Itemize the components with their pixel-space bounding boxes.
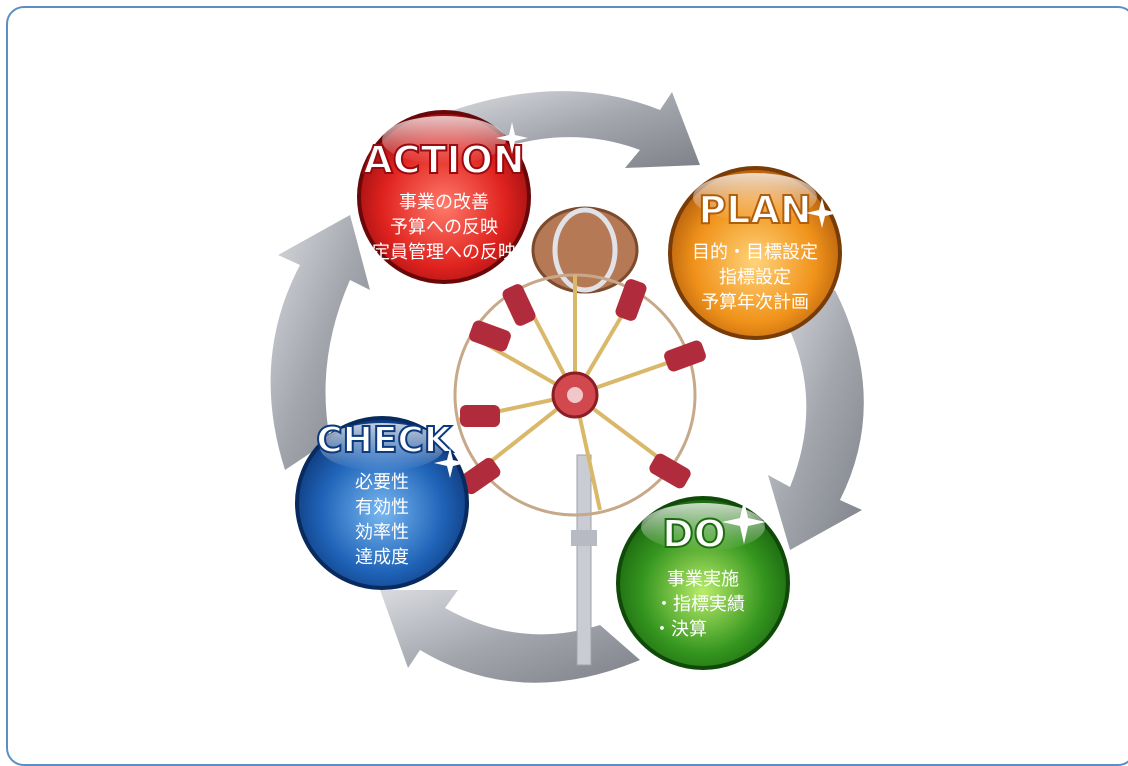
check-title: CHECK <box>316 420 453 461</box>
action-line-3: 定員管理への反映 <box>372 242 516 263</box>
plan-title: PLAN <box>698 188 811 232</box>
arrow-top <box>440 91 700 168</box>
sparkle-icon <box>722 500 766 544</box>
plan-line-2: 指標設定 <box>719 267 791 288</box>
action-title: ACTION <box>363 138 524 182</box>
do-line-1: 事業実施 <box>667 569 739 590</box>
check-line-3: 効率性 <box>355 522 409 543</box>
do-node: DO 事業実施 ・指標実績 ・決算 <box>616 496 790 670</box>
plan-line-3: 予算年次計画 <box>701 292 809 313</box>
do-line-3: ・決算 <box>653 619 707 640</box>
plan-line-1: 目的・目標設定 <box>692 242 818 263</box>
check-line-2: 有効性 <box>355 497 409 518</box>
check-line-4: 達成度 <box>355 547 409 568</box>
do-title: DO <box>662 512 726 556</box>
arrow-right <box>768 290 864 550</box>
cycle-arrows <box>270 91 864 683</box>
check-node: CHECK 必要性 有効性 効率性 達成度 <box>295 416 469 590</box>
sparkle-icon <box>434 448 466 478</box>
sparkle-icon <box>806 198 838 228</box>
action-line-1: 事業の改善 <box>399 192 489 213</box>
action-node: ACTION 事業の改善 予算への反映 定員管理への反映 <box>357 110 531 284</box>
do-line-2: ・指標実績 <box>655 594 745 615</box>
pinwheel-illustration <box>453 206 706 666</box>
arrow-bottom <box>380 590 640 683</box>
pdca-cycle-diagram: ACTION 事業の改善 予算への反映 定員管理への反映 PLAN 目的・目標設… <box>270 91 864 683</box>
action-line-2: 予算への反映 <box>390 217 498 238</box>
arrow-left <box>270 215 370 470</box>
check-line-1: 必要性 <box>355 472 409 493</box>
sparkle-icon <box>496 122 528 154</box>
plan-node: PLAN 目的・目標設定 指標設定 予算年次計画 <box>668 166 842 340</box>
